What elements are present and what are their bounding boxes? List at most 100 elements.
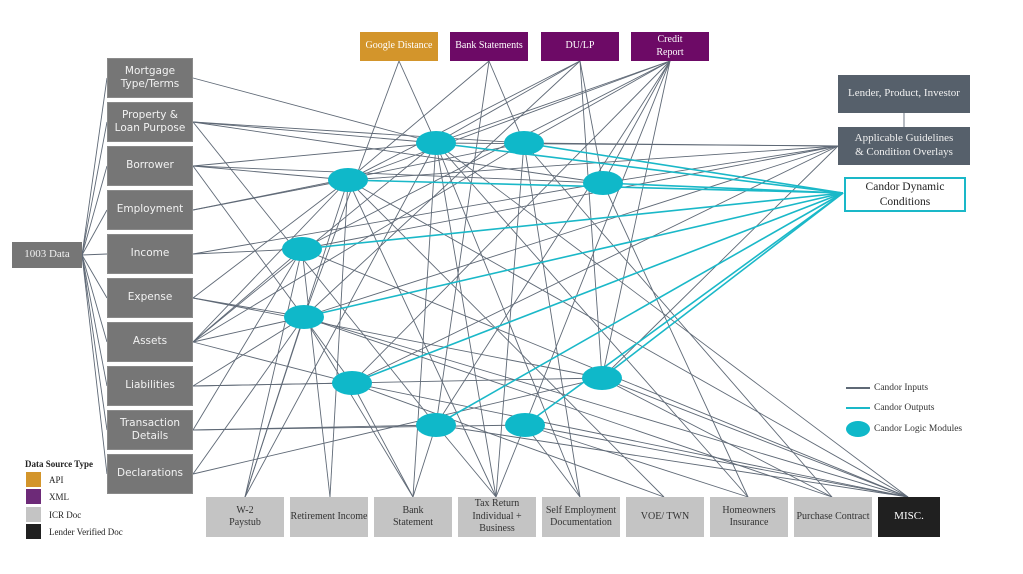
purchase-to-m10-line xyxy=(601,377,833,498)
root-node-1003-data[interactable]: 1003 Data xyxy=(12,242,82,268)
guidelines-to-m7-line xyxy=(351,145,839,384)
logic-module-m8[interactable] xyxy=(416,413,456,437)
source-credit-report[interactable]: Credit Report xyxy=(631,32,709,61)
misc-to-m9-line xyxy=(524,424,909,498)
module-ellipse-icon xyxy=(846,421,870,437)
m6-to-output-line xyxy=(303,192,844,318)
root-to-declarations-line xyxy=(81,254,108,475)
node-applicable-guidelines[interactable]: Applicable Guidelines & Condition Overla… xyxy=(838,127,970,165)
legend-item-xml: XML xyxy=(26,489,69,504)
tax-to-m1-line xyxy=(435,142,497,498)
tax-to-m2-line xyxy=(495,142,525,498)
lender-verified-doc-swatch xyxy=(26,524,41,539)
input-assets[interactable]: Assets xyxy=(107,322,193,362)
logic-module-m6[interactable] xyxy=(284,305,324,329)
borrower-to-m3-line xyxy=(192,165,349,181)
logic-module-m2[interactable] xyxy=(504,131,544,155)
m7-to-output-line xyxy=(351,192,844,384)
output-line-icon xyxy=(846,407,870,409)
selfemp-to-m1-line xyxy=(435,142,581,498)
dulp-to-m4-line xyxy=(579,60,604,184)
logic-module-m4[interactable] xyxy=(583,171,623,195)
doc-homeowners-insurance[interactable]: Homeowners Insurance xyxy=(710,497,788,537)
key-label: Candor Outputs xyxy=(874,403,935,413)
legend-label: ICR Doc xyxy=(49,509,82,520)
doc-voe-twn[interactable]: VOE/ TWN xyxy=(626,497,704,537)
doc-retirement-income[interactable]: Retirement Income xyxy=(290,497,368,537)
root-to-borrower-line xyxy=(81,165,108,256)
root-to-property-line xyxy=(81,121,108,256)
input-mortgage-type-terms[interactable]: Mortgage Type/Terms xyxy=(107,58,193,98)
m5-to-output-line xyxy=(301,192,844,250)
key-candor-inputs: Candor Inputs xyxy=(846,383,928,393)
legend-item-icr-doc: ICR Doc xyxy=(26,507,81,522)
bankstmts-to-m8-line xyxy=(435,60,490,426)
tax-to-m3-line xyxy=(347,179,497,498)
voe-to-m7-line xyxy=(351,382,665,498)
legend-title: Data Source Type xyxy=(25,459,94,469)
assets-to-m5-line xyxy=(192,248,303,343)
w2-to-m5-line xyxy=(244,248,303,498)
retirement-to-m5-line xyxy=(301,248,331,498)
m1-to-output-line xyxy=(435,142,844,194)
candor-input-lines xyxy=(81,60,909,498)
key-label: Candor Inputs xyxy=(874,383,929,393)
doc-w2-paystub[interactable]: W-2 Paystub xyxy=(206,497,284,537)
borrower-to-m1-line xyxy=(192,142,437,167)
liabilities-to-m10-line xyxy=(192,377,603,387)
doc-tax-return[interactable]: Tax Return Individual + Business xyxy=(458,497,536,537)
legend-item-lender-verified-doc: Lender Verified Doc xyxy=(26,524,123,539)
logic-module-m7[interactable] xyxy=(332,371,372,395)
transaction-to-m5-line xyxy=(192,248,303,431)
hoi-to-m1-line xyxy=(435,142,749,498)
expense-to-m3-line xyxy=(192,179,349,299)
node-candor-dynamic-conditions[interactable]: Candor Dynamic Conditions xyxy=(844,177,966,212)
legend-item-api: API xyxy=(26,472,64,487)
input-expense[interactable]: Expense xyxy=(107,278,193,318)
liabilities-to-m6-line xyxy=(192,316,305,387)
doc-bank-statement[interactable]: Bank Statement xyxy=(374,497,452,537)
selfemp-to-m2-line xyxy=(523,142,581,498)
root-to-expense-line xyxy=(81,254,108,299)
input-transaction-details[interactable]: Transaction Details xyxy=(107,410,193,450)
input-declarations[interactable]: Declarations xyxy=(107,454,193,494)
google-to-m1-line xyxy=(398,60,437,144)
logic-module-m9[interactable] xyxy=(505,413,545,437)
doc-self-employment[interactable]: Self Employment Documentation xyxy=(542,497,620,537)
logic-module-m1[interactable] xyxy=(416,131,456,155)
property-to-m4-line xyxy=(192,121,604,184)
source-google-distance[interactable]: Google Distance xyxy=(360,32,438,61)
bank-to-m1-line xyxy=(412,142,437,498)
input-liabilities[interactable]: Liabilities xyxy=(107,366,193,406)
tax-to-m8-line xyxy=(435,424,497,498)
doc-purchase-contract[interactable]: Purchase Contract xyxy=(794,497,872,537)
m4-to-output-line xyxy=(602,182,844,194)
xml-swatch xyxy=(26,489,41,504)
hoi-to-m4-line xyxy=(602,182,749,498)
doc-misc[interactable]: MISC. xyxy=(878,497,940,537)
tax-to-m9-line xyxy=(495,424,526,498)
source-bank-statements[interactable]: Bank Statements xyxy=(450,32,528,61)
node-lender-product-investor[interactable]: Lender, Product, Investor xyxy=(838,75,970,113)
dulp-to-m1-line xyxy=(435,60,581,144)
source-du-lp[interactable]: DU/LP xyxy=(541,32,619,61)
misc-to-m8-line xyxy=(435,424,909,498)
input-borrower[interactable]: Borrower xyxy=(107,146,193,186)
misc-to-m1-line xyxy=(435,142,909,498)
purchase-to-m6-line xyxy=(303,316,833,498)
input-income[interactable]: Income xyxy=(107,234,193,274)
logic-module-m3[interactable] xyxy=(328,168,368,192)
guidelines-to-m5-line xyxy=(301,145,839,250)
root-to-assets-line xyxy=(81,254,108,343)
api-swatch xyxy=(26,472,41,487)
m10-to-output-line xyxy=(601,192,844,379)
root-to-mortgage-line xyxy=(81,77,108,256)
input-employment[interactable]: Employment xyxy=(107,190,193,230)
legend-label: XML xyxy=(49,491,69,502)
assets-to-m7-line xyxy=(192,341,353,384)
input-property-loan-purpose[interactable]: Property & Loan Purpose xyxy=(107,102,193,142)
logic-module-m10[interactable] xyxy=(582,366,622,390)
root-to-employment-line xyxy=(81,209,108,256)
guidelines-to-m2-line xyxy=(523,142,839,147)
logic-module-m5[interactable] xyxy=(282,237,322,261)
